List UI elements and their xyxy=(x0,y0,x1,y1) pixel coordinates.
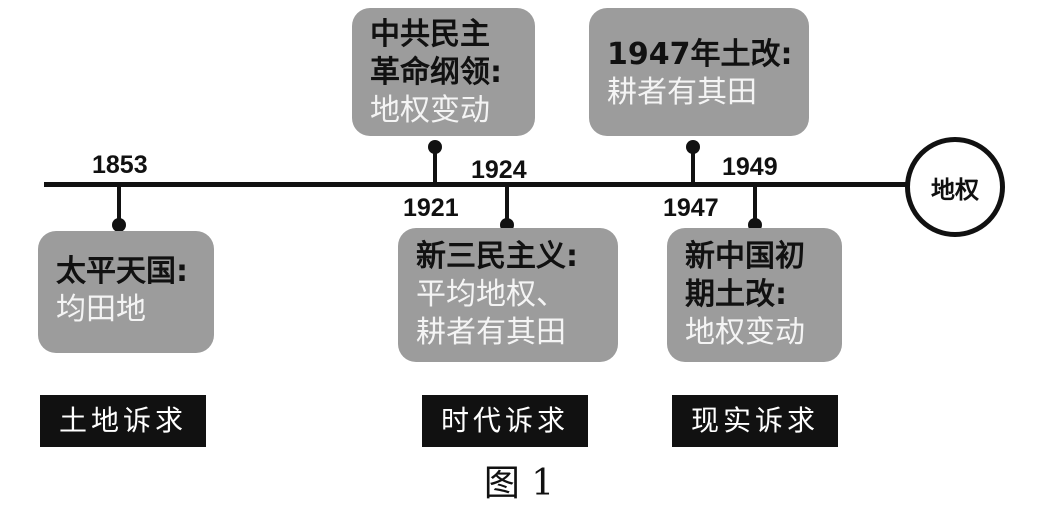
year-1949: 1949 xyxy=(722,153,778,181)
year-1921: 1921 xyxy=(403,194,459,222)
connector-1921 xyxy=(433,145,437,183)
event-box-ccp-program: 中共民主 革命纲领: 地权变动 xyxy=(352,8,535,136)
event-title-line2: 期土改: xyxy=(685,277,787,312)
label-reality-demand: 现实诉求 xyxy=(672,395,838,447)
timeline-axis xyxy=(44,182,908,187)
year-1853: 1853 xyxy=(92,151,148,179)
year-1947: 1947 xyxy=(663,194,719,222)
figure-caption: 图 1 xyxy=(483,463,555,504)
connector-1853 xyxy=(117,187,121,225)
event-title: 1947年土改: xyxy=(607,37,793,72)
connector-dot-1921 xyxy=(428,140,442,154)
event-title-line1: 新中国初 xyxy=(685,239,805,274)
event-title-line2: 革命纲领: xyxy=(370,55,502,90)
end-node-label: 地权 xyxy=(931,175,979,204)
event-box-1947-land-reform: 1947年土改: 耕者有其田 xyxy=(589,8,809,136)
label-land-demand: 土地诉求 xyxy=(40,395,206,447)
connector-1924 xyxy=(505,187,509,225)
event-title: 太平天国: xyxy=(56,254,188,289)
event-box-new-three-principles: 新三民主义: 平均地权、 耕者有其田 xyxy=(398,228,618,362)
event-body-line2: 耕者有其田 xyxy=(416,315,566,350)
event-body: 地权变动 xyxy=(685,315,805,350)
event-body: 耕者有其田 xyxy=(607,75,757,110)
event-body: 均田地 xyxy=(56,292,146,327)
event-title-line1: 中共民主 xyxy=(370,17,490,52)
event-body-line1: 平均地权、 xyxy=(416,277,566,312)
connector-dot-1947 xyxy=(686,140,700,154)
year-1924: 1924 xyxy=(471,156,527,184)
connector-1947 xyxy=(691,145,695,183)
event-box-prc-land-reform: 新中国初 期土改: 地权变动 xyxy=(667,228,842,362)
label-era-demand: 时代诉求 xyxy=(422,395,588,447)
event-title: 新三民主义: xyxy=(416,239,578,274)
connector-dot-1853 xyxy=(112,218,126,232)
event-box-taiping: 太平天国: 均田地 xyxy=(38,231,214,353)
connector-1949 xyxy=(753,187,757,225)
event-body: 地权变动 xyxy=(370,93,490,128)
timeline-end-node: 地权 xyxy=(905,137,1005,237)
